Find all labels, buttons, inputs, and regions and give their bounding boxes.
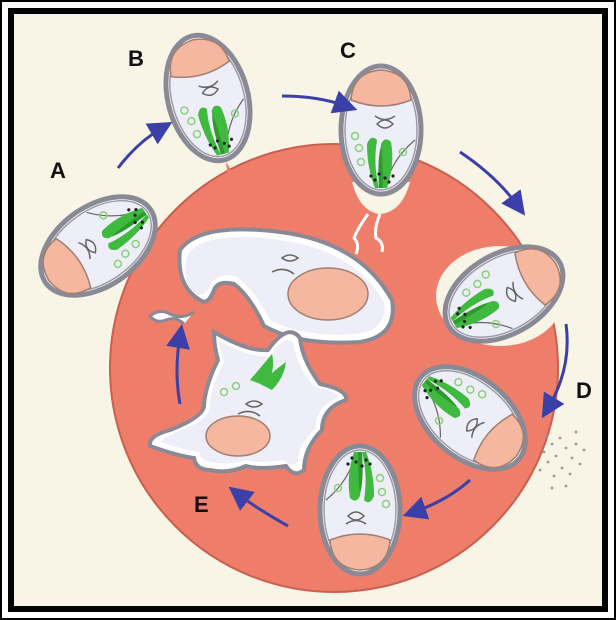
label-c: C [340,38,356,63]
label-b: B [128,46,144,71]
label-e: E [194,492,209,517]
label-d: D [576,378,592,403]
parasite-bottom [320,446,400,574]
label-a: A [50,158,66,183]
